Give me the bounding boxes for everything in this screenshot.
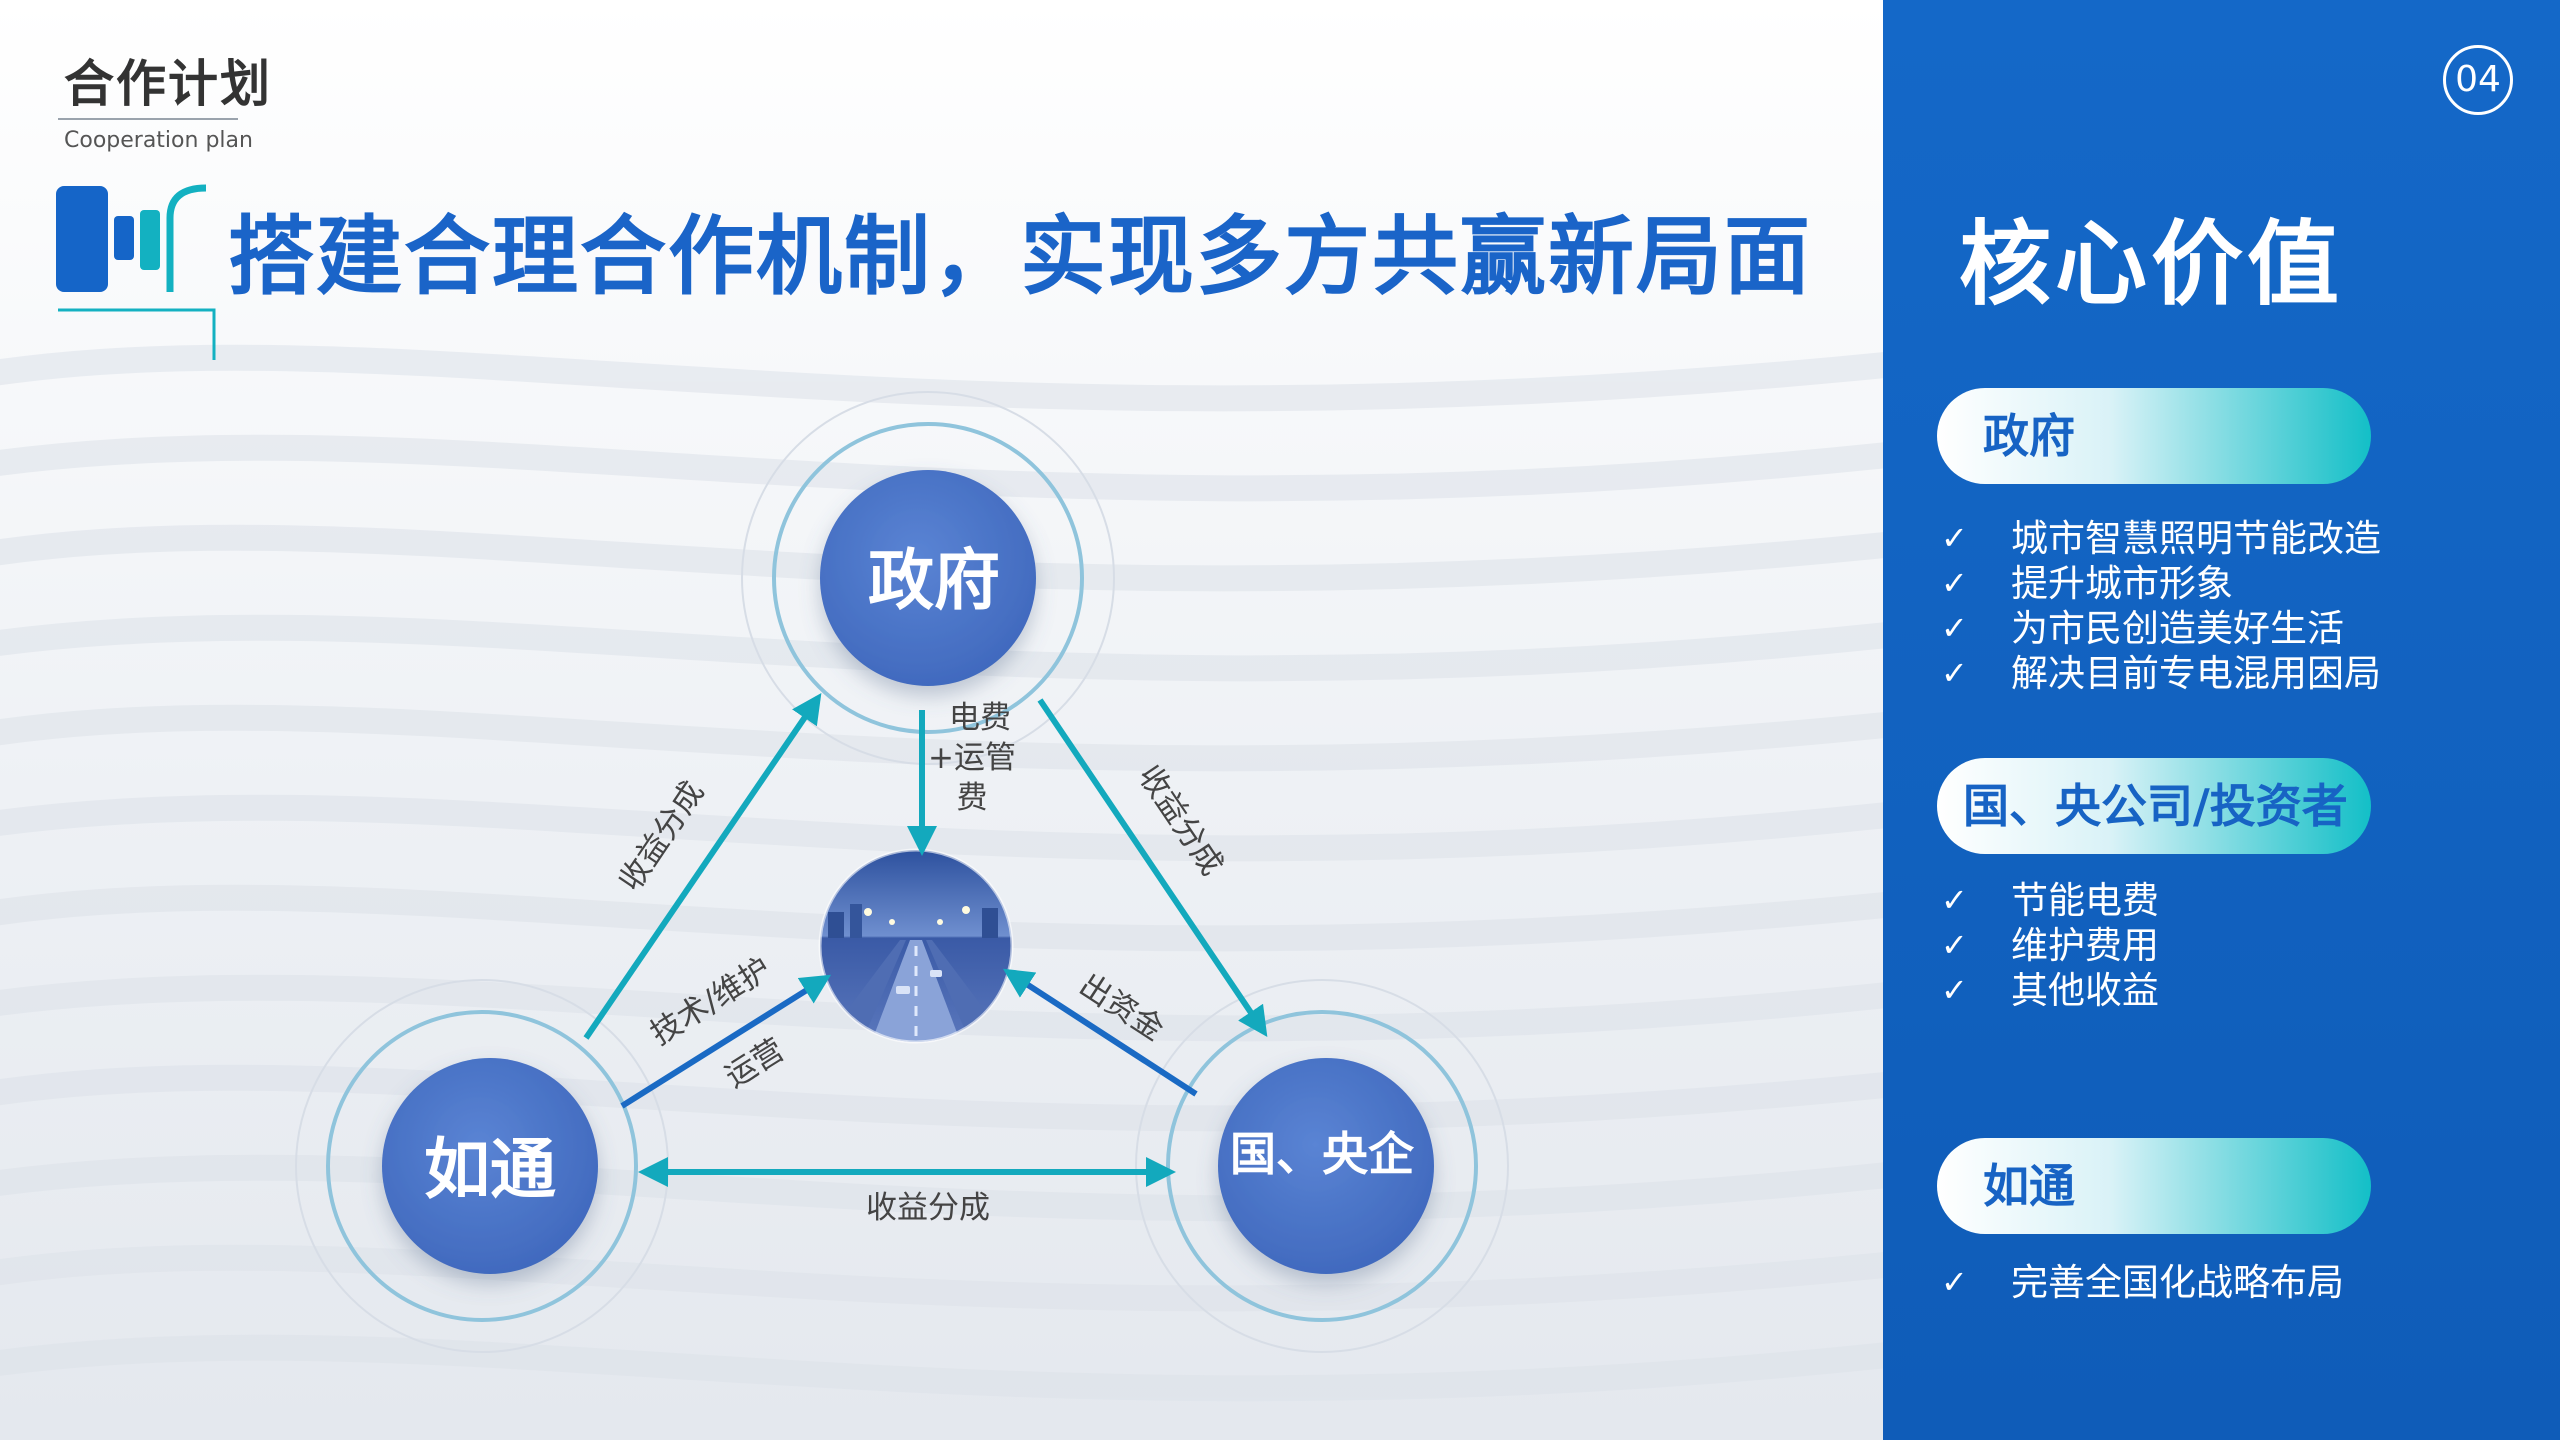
- list-item: ✓城市智慧照明节能改造: [1941, 517, 2381, 560]
- background-wave-pattern: [0, 344, 1883, 1402]
- main-slide-area: 合作计划 Cooperation plan 搭建合理合作机制，实现多方共赢新局面: [0, 0, 1883, 1440]
- section-subtitle: Cooperation plan: [64, 128, 253, 153]
- edge-label-funding: 出资金: [1073, 967, 1171, 1048]
- edge-label-fee-line2: +运管: [928, 740, 1016, 776]
- arrow-rutong-to-center: [620, 974, 832, 1109]
- enterprise-label: 国、央企: [1230, 1127, 1415, 1181]
- group-list-government: ✓城市智慧照明节能改造 ✓提升城市形象 ✓为市民创造美好生活 ✓解决目前专电混用…: [1941, 516, 2381, 696]
- rutong-label: 如通: [424, 1131, 556, 1208]
- list-item: ✓维护费用: [1941, 924, 2159, 967]
- edge-label-rutong-enterprise: 收益分成: [866, 1190, 990, 1226]
- group-pill-enterprise-investor: 国、央公司/投资者: [1937, 758, 2371, 854]
- core-value-panel: 04 核心价值 政府 ✓城市智慧照明节能改造 ✓提升城市形象 ✓为市民创造美好生…: [1883, 0, 2560, 1440]
- list-item: ✓为市民创造美好生活: [1941, 607, 2344, 650]
- list-item: ✓节能电费: [1941, 879, 2159, 922]
- government-node: 政府: [741, 391, 1115, 765]
- check-icon: ✓: [1941, 881, 1968, 919]
- group-name-rutong: 如通: [1983, 1159, 2075, 1213]
- edge-label-fee-line3: 费: [957, 780, 988, 816]
- city-road-lighting-image: [820, 850, 1012, 1042]
- center-image: [818, 848, 1014, 1044]
- check-icon: ✓: [1941, 609, 1968, 647]
- edge-label-gov-enterprise: 收益分成: [1131, 759, 1230, 882]
- panel-title: 核心价值: [1959, 211, 2344, 318]
- check-icon: ✓: [1941, 654, 1968, 692]
- check-icon: ✓: [1941, 519, 1968, 557]
- rutong-circle: [382, 1058, 598, 1274]
- brand-mark-icon: [56, 184, 216, 360]
- enterprise-node: 国、央企: [1135, 979, 1509, 1353]
- group-list-rutong: ✓完善全国化战略布局: [1941, 1260, 2344, 1305]
- government-label: 政府: [868, 542, 1000, 619]
- arrow-rutong-to-gov: [583, 693, 822, 1040]
- group-pill-government: 政府: [1937, 388, 2371, 484]
- page-number-badge: 04: [2443, 45, 2513, 115]
- list-item: ✓完善全国化战略布局: [1941, 1261, 2344, 1304]
- rutong-node: 如通: [295, 979, 669, 1353]
- list-item: ✓其他收益: [1941, 969, 2159, 1012]
- check-icon: ✓: [1941, 1263, 1968, 1301]
- list-item: ✓解决目前专电混用困局: [1941, 652, 2381, 695]
- arrow-gov-to-enterprise: [1037, 698, 1268, 1037]
- edge-label-fee-line1: 电费: [949, 700, 1011, 736]
- group-name-government: 政府: [1983, 409, 2075, 463]
- check-icon: ✓: [1941, 926, 1968, 964]
- section-title: 合作计划: [64, 55, 272, 113]
- enterprise-circle: [1218, 1058, 1434, 1274]
- cooperation-diagram: 政府 如通 国、央企: [295, 391, 1509, 1353]
- section-divider: [58, 118, 238, 120]
- check-icon: ✓: [1941, 564, 1968, 602]
- group-list-enterprise-investor: ✓节能电费 ✓维护费用 ✓其他收益: [1941, 878, 2159, 1013]
- group-name-enterprise-investor: 国、央公司/投资者: [1963, 779, 2348, 833]
- edge-label-tech-maintenance: 技术/维护: [644, 951, 777, 1053]
- check-icon: ✓: [1941, 971, 1968, 1009]
- government-circle: [820, 470, 1036, 686]
- arrow-enterprise-to-center: [1002, 968, 1198, 1097]
- group-pill-rutong: 如通: [1937, 1138, 2371, 1234]
- list-item: ✓提升城市形象: [1941, 562, 2233, 605]
- slide-headline: 搭建合理合作机制，实现多方共赢新局面: [228, 207, 1812, 307]
